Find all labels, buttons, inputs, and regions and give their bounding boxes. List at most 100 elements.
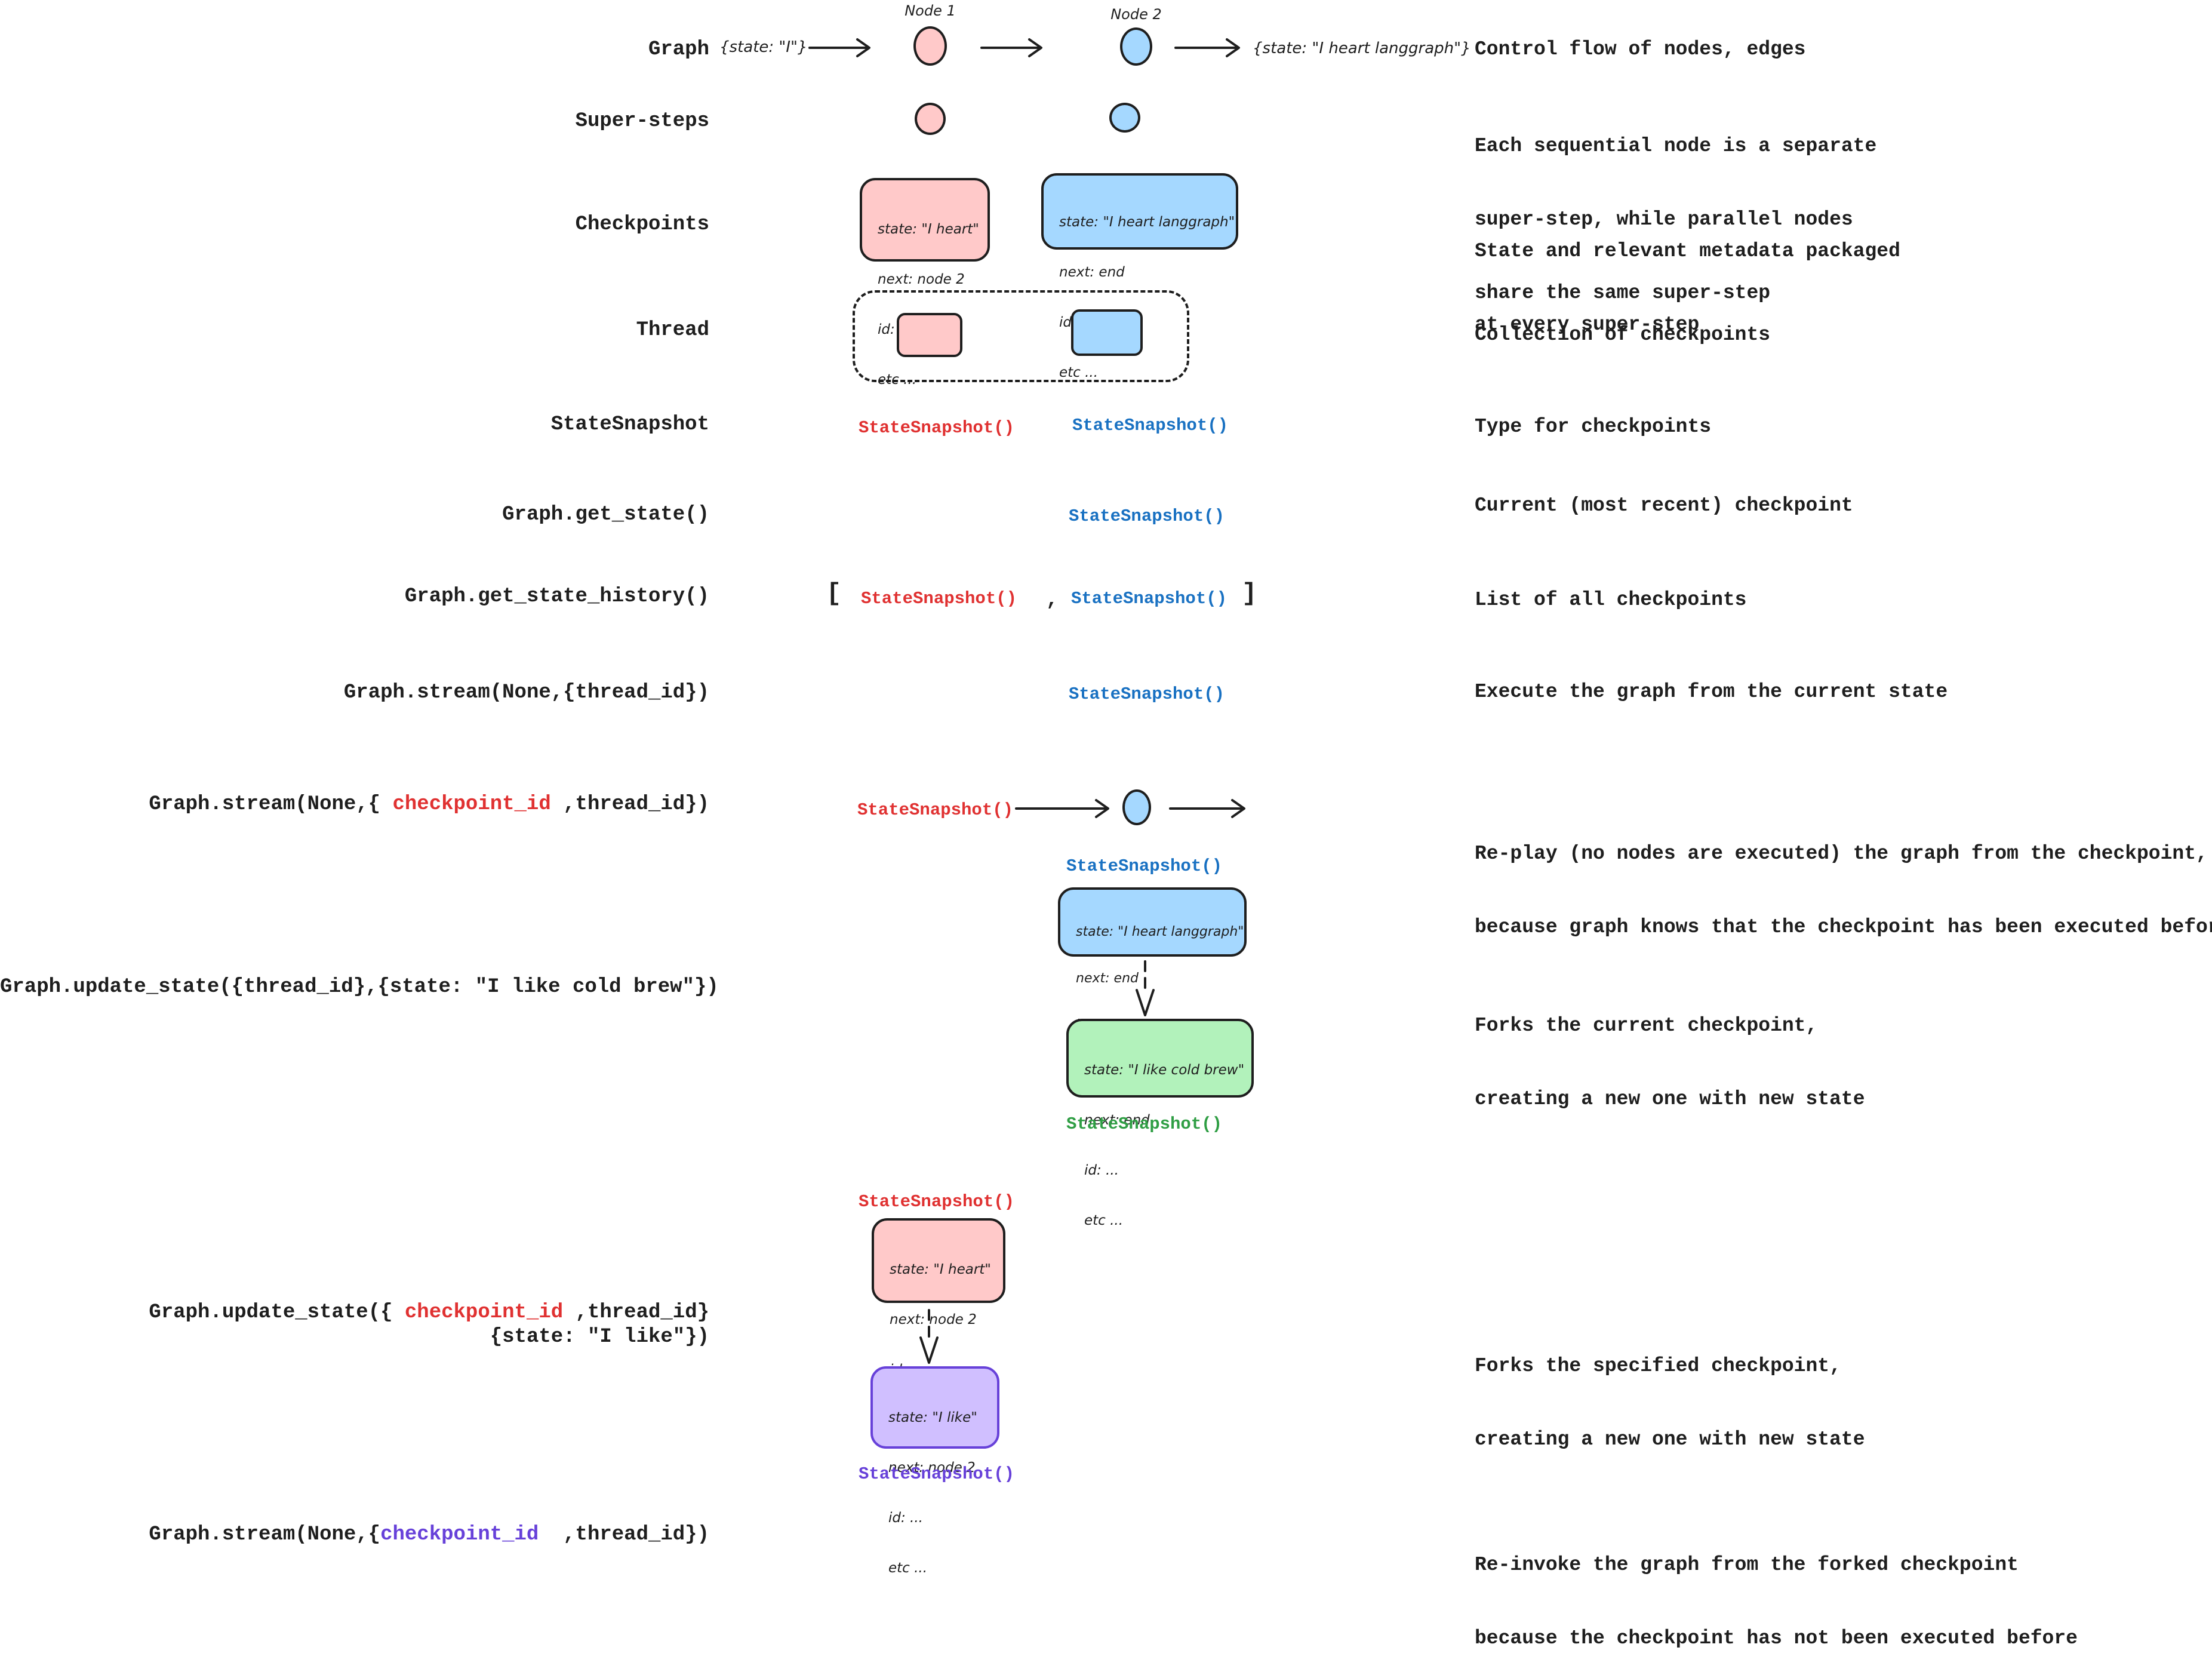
checkpoint-line: state: "I heart" — [878, 222, 979, 237]
row-label-statesnapshot: StateSnapshot — [550, 413, 709, 436]
checkpoint-line: next: node 2 — [878, 272, 965, 287]
checkpoint-line: etc ... — [1084, 1213, 1124, 1228]
label-segment: ,thread_id}) — [539, 1523, 709, 1546]
desc-graph: Control flow of nodes, edges — [1475, 38, 1806, 60]
statesnapshot-red: StateSnapshot() — [857, 800, 1014, 820]
desc-update-state-thread: Forks the current checkpoint, creating a… — [1475, 964, 1865, 1136]
desc-line: State and relevant metadata packaged — [1475, 240, 1900, 262]
row-label-stream-forked: Graph.stream(None,{checkpoint_id ,thread… — [0, 1523, 709, 1547]
statesnapshot-blue: StateSnapshot() — [1072, 416, 1229, 435]
arrow-down-dashed-icon — [919, 1309, 939, 1364]
desc-get-state-history: List of all checkpoints — [1475, 589, 1747, 611]
checkpoint-line: state: "I like" — [888, 1410, 977, 1425]
graph-output-state: {state: "I heart langgraph"} — [1253, 39, 1471, 57]
statesnapshot-red: StateSnapshot() — [859, 1192, 1015, 1212]
checkpoint-line: etc ... — [1059, 365, 1099, 380]
desc-line: super-step, while parallel nodes — [1475, 208, 1853, 230]
desc-update-state-checkpoint: Forks the specified checkpoint, creating… — [1475, 1305, 1865, 1476]
statesnapshot-red: StateSnapshot() — [861, 589, 1017, 608]
bracket-open: [ — [826, 579, 842, 608]
thread-container — [853, 290, 1189, 382]
label-checkpoint-id: checkpoint_id — [392, 793, 551, 816]
label-segment: Graph.stream(None,{ — [149, 793, 393, 816]
desc-checkpoints: State and relevant metadata packaged at … — [1475, 190, 1900, 361]
label-segment: Graph.stream(None,{ — [149, 1523, 381, 1546]
checkpoint-line: state: "I heart langgraph" — [1076, 924, 1244, 939]
desc-line: share the same super-step — [1475, 282, 1771, 304]
arrow-right-icon — [1169, 799, 1245, 818]
desc-line: at every super-step — [1475, 314, 1700, 336]
replay-node-circle — [1122, 789, 1151, 825]
checkpoint-line: state: "I heart langgraph" — [1059, 214, 1235, 230]
checkpoint-line: state: "I heart" — [890, 1262, 991, 1277]
row-label-checkpoints: Checkpoints — [575, 213, 709, 236]
row-label-update-state-thread: Graph.update_state({thread_id},{state: "… — [0, 976, 719, 998]
statesnapshot-green: StateSnapshot() — [1066, 1114, 1223, 1134]
desc-stream-checkpoint: Re-play (no nodes are executed) the grap… — [1475, 792, 2212, 964]
row-label-stream-checkpoint: Graph.stream(None,{ checkpoint_id ,threa… — [0, 792, 709, 817]
statesnapshot-blue: StateSnapshot() — [1066, 856, 1223, 876]
arrow-right-icon — [980, 38, 1042, 57]
desc-super-steps: Each sequential node is a separate super… — [1475, 85, 1876, 330]
arrow-right-icon — [808, 38, 870, 57]
desc-line: Forks the specified checkpoint, — [1475, 1355, 1841, 1377]
node1-circle — [913, 26, 947, 66]
checkpoint-box-pink: state: "I heart" next: node 2 id: ... et… — [860, 178, 990, 388]
row-label-get-state: Graph.get_state() — [502, 503, 709, 526]
checkpoint-box-green: state: "I like cold brew" next: end id: … — [1066, 1019, 1254, 1228]
row-label-get-state-history: Graph.get_state_history() — [404, 585, 709, 608]
desc-line: because the checkpoint has not been exec… — [1475, 1627, 2078, 1649]
list-comma: , — [1046, 589, 1059, 611]
desc-line: creating a new one with new state — [1475, 1088, 1865, 1110]
node2-label: Node 2 — [1110, 6, 1162, 23]
label-segment: ,thread_id} — [563, 1301, 709, 1324]
thread-checkpoint-pink — [897, 313, 962, 357]
desc-thread: Collection of checkpoints — [1475, 324, 1771, 346]
label-segment: Graph.update_state({ — [149, 1301, 405, 1324]
statesnapshot-blue: StateSnapshot() — [1069, 506, 1225, 526]
row-label-update-state-checkpoint: Graph.update_state({ checkpoint_id ,thre… — [0, 1301, 709, 1350]
node1-label: Node 1 — [905, 2, 956, 19]
label-checkpoint-id: checkpoint_id — [404, 1301, 564, 1324]
node2-circle — [1120, 27, 1152, 66]
desc-line: Each sequential node is a separate — [1475, 135, 1877, 157]
checkpoint-box-blue: state: "I heart langgraph" next: end id:… — [1058, 887, 1247, 1079]
graph-input-state: {state: "I"} — [719, 38, 808, 56]
desc-line: Re-invoke the graph from the forked chec… — [1475, 1554, 2019, 1576]
arrow-right-icon — [1015, 799, 1109, 818]
thread-checkpoint-blue — [1071, 309, 1143, 356]
row-label-stream-thread: Graph.stream(None,{thread_id}) — [343, 681, 709, 704]
checkpoint-line: next: node 2 — [888, 1460, 976, 1476]
label-segment: ,thread_id}) — [550, 793, 709, 816]
checkpoint-line: next: end — [1059, 265, 1125, 280]
desc-get-state: Current (most recent) checkpoint — [1475, 494, 1853, 517]
desc-line: because graph knows that the checkpoint … — [1475, 916, 2212, 938]
desc-line: creating a new one with new state — [1475, 1428, 1865, 1450]
label-segment: {state: "I like"}) — [490, 1326, 709, 1348]
label-checkpoint-id: checkpoint_id — [380, 1523, 539, 1546]
checkpoint-box-pink: state: "I heart" next: node 2 id: ... et… — [872, 1218, 1005, 1428]
desc-stream-forked: Re-invoke the graph from the forked chec… — [1475, 1504, 2078, 1675]
desc-statesnapshot: Type for checkpoints — [1475, 416, 1712, 438]
desc-stream-thread: Execute the graph from the current state — [1475, 681, 1948, 703]
arrow-down-dashed-icon — [1136, 960, 1155, 1016]
row-label-thread: Thread — [636, 319, 709, 342]
checkpoint-line: state: "I like cold brew" — [1084, 1062, 1245, 1078]
checkpoint-box-blue: state: "I heart langgraph" next: end id:… — [1041, 173, 1238, 380]
checkpoint-line: next: end — [1076, 971, 1139, 986]
bracket-close: ] — [1242, 579, 1257, 608]
checkpoint-line: id: ... — [888, 1510, 923, 1526]
checkpoint-line: next: end — [1084, 1112, 1150, 1128]
row-label-super-steps: Super-steps — [575, 110, 709, 133]
row-label-graph: Graph — [648, 38, 709, 61]
statesnapshot-purple: StateSnapshot() — [859, 1464, 1015, 1484]
checkpoint-line: id: ... — [1084, 1163, 1119, 1178]
super-step-node1-circle — [915, 103, 946, 135]
super-step-node2-circle — [1109, 103, 1140, 133]
statesnapshot-red: StateSnapshot() — [859, 418, 1015, 438]
statesnapshot-blue: StateSnapshot() — [1069, 684, 1225, 704]
arrow-right-icon — [1174, 38, 1240, 57]
checkpoint-line: next: node 2 — [890, 1312, 977, 1327]
checkpoint-box-purple: state: "I like" next: node 2 id: ... etc… — [870, 1366, 999, 1576]
